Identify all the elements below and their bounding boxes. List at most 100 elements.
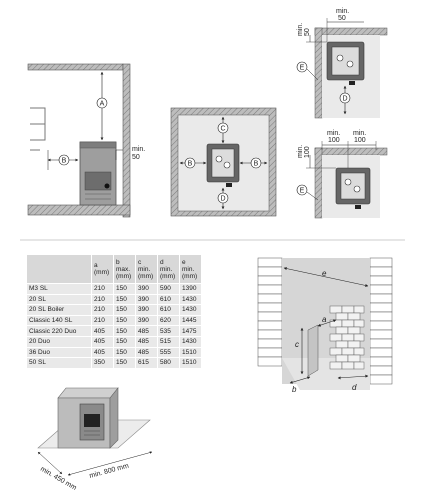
dimension-B-marker bbox=[58, 154, 70, 166]
cell-d: 580 bbox=[157, 357, 180, 369]
cell-c: 390 bbox=[135, 283, 158, 295]
col-header-a: a(mm) bbox=[91, 254, 114, 284]
cell-model: 36 Duo bbox=[26, 346, 92, 359]
iso-stove-diagram: min. 450 mm min. 800 mm bbox=[37, 387, 153, 492]
cell-c: 390 bbox=[135, 293, 158, 306]
min-label-c100-left: min. bbox=[297, 145, 304, 158]
dimension-b-label: b bbox=[292, 385, 297, 394]
col-header-text: min. bbox=[182, 265, 195, 273]
cell-model: 20 Duo bbox=[26, 335, 92, 348]
dimension-B-left-label: B bbox=[188, 161, 193, 168]
col-header-model bbox=[26, 254, 92, 284]
cell-d: 555 bbox=[157, 346, 180, 359]
ceiling bbox=[27, 63, 124, 71]
cell-d: 535 bbox=[157, 325, 180, 337]
cell-model: M3 SL bbox=[26, 283, 92, 295]
cell-c: 390 bbox=[135, 314, 158, 327]
cell-e: 1475 bbox=[179, 325, 202, 337]
dimension-E-c100-marker bbox=[296, 184, 308, 196]
cell-d: 590 bbox=[157, 283, 180, 295]
col-header-text: (mm) bbox=[94, 269, 110, 276]
cell-a: 210 bbox=[91, 293, 114, 306]
col-header-text: d bbox=[160, 258, 164, 266]
min-label-c100-b: min. bbox=[353, 130, 366, 137]
col-header-text: b bbox=[116, 258, 120, 266]
col-header-text: c bbox=[138, 258, 142, 266]
cell-d: 610 bbox=[157, 293, 180, 306]
cell-a: 210 bbox=[91, 283, 114, 295]
cell-b: 150 bbox=[113, 325, 136, 337]
min-100-c100-b: 100 bbox=[354, 137, 366, 144]
min-100-c100-left: 100 bbox=[304, 146, 311, 158]
cell-a: 210 bbox=[91, 314, 114, 327]
cell-e: 1510 bbox=[179, 346, 202, 359]
dimension-c-label: c bbox=[295, 340, 299, 349]
cell-b: 150 bbox=[113, 304, 136, 316]
dimension-B-left-marker bbox=[184, 157, 196, 169]
col-header-text: e bbox=[182, 258, 186, 266]
floor bbox=[27, 204, 131, 216]
cell-model: 20 SL bbox=[26, 293, 92, 306]
min-50-c50-top: 50 bbox=[338, 15, 346, 22]
brick-wall-diagram: e a c b d bbox=[257, 257, 393, 394]
col-header-text: min. bbox=[160, 265, 173, 273]
col-header-text: min. bbox=[138, 265, 151, 273]
dimension-C-marker bbox=[217, 122, 229, 134]
dimension-A-marker bbox=[96, 97, 108, 109]
cell-a: 405 bbox=[91, 325, 114, 337]
dimension-D-label: D bbox=[220, 196, 225, 203]
cell-model: 50 SL bbox=[26, 357, 92, 369]
side-wall bbox=[122, 63, 131, 218]
dimension-a-label: a bbox=[322, 315, 327, 324]
cell-model: 20 SL Boiler bbox=[26, 304, 92, 316]
min-50-c50-left: 50 bbox=[304, 28, 311, 36]
col-header-text: (mm) bbox=[160, 272, 176, 280]
cell-e: 1430 bbox=[179, 335, 202, 348]
cell-e: 1430 bbox=[179, 304, 202, 316]
cell-c: 390 bbox=[135, 304, 158, 316]
dimension-C-label: C bbox=[220, 126, 225, 133]
min-label-c50-left: min. bbox=[297, 23, 304, 36]
cell-a: 405 bbox=[91, 346, 114, 359]
dimension-d-label: d bbox=[352, 383, 357, 392]
cell-a: 210 bbox=[91, 304, 114, 316]
dimension-E-c50-marker bbox=[296, 61, 308, 73]
cell-c: 485 bbox=[135, 346, 158, 359]
cell-b: 150 bbox=[113, 335, 136, 348]
col-header-text: (mm) bbox=[116, 272, 132, 280]
dimension-B-label: B bbox=[62, 158, 67, 165]
cell-a: 350 bbox=[91, 357, 114, 369]
cell-b: 150 bbox=[113, 357, 136, 369]
dimension-D-marker bbox=[217, 192, 229, 204]
dimension-B-right-label: B bbox=[254, 161, 259, 168]
dimension-D-c50-marker bbox=[339, 92, 351, 104]
cell-b: 150 bbox=[113, 283, 136, 295]
dimension-D-c50-label: D bbox=[342, 96, 347, 103]
dimension-B-right-marker bbox=[250, 157, 262, 169]
cell-model: Classic 220 Duo bbox=[26, 325, 92, 337]
corner-view-50: min. 50 min. 50 D E bbox=[296, 8, 388, 119]
cell-a: 405 bbox=[91, 335, 114, 348]
cell-c: 615 bbox=[135, 357, 158, 369]
dimension-A-label: A bbox=[100, 101, 105, 108]
cell-b: 150 bbox=[113, 346, 136, 359]
stove-knob bbox=[104, 183, 110, 189]
cell-model: Classic 140 SL bbox=[26, 314, 92, 327]
col-header-text: (mm) bbox=[138, 272, 154, 280]
cell-d: 515 bbox=[157, 335, 180, 348]
cell-b: 150 bbox=[113, 293, 136, 306]
cell-d: 620 bbox=[157, 314, 180, 327]
cell-d: 610 bbox=[157, 304, 180, 316]
dimension-e-label: e bbox=[322, 269, 327, 278]
col-header-text: max. bbox=[116, 265, 131, 273]
